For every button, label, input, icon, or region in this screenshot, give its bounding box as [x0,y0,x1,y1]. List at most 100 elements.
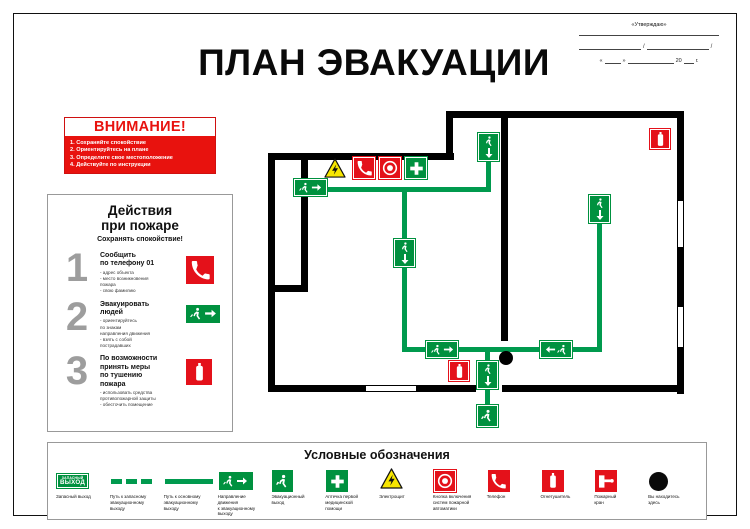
action-step-3: 3 По возможности принять меры по тушению… [54,351,226,408]
step-heading-line1: По возможности [100,355,158,363]
route-lower-horizontal [402,347,602,352]
legend-label-line2: эвакуационному [109,499,145,505]
fire-extinguisher-icon [448,360,470,382]
legend-label-line3: помощи [325,505,343,511]
legend-item-emergency-exit: Эвакуационный выход [269,468,323,506]
step-bullets: - адрес объекта - место возникновения по… [100,270,186,295]
legend-item-first-aid: Аптечка первой медицинской помощи [323,468,377,511]
approval-signature-line-2: / / [579,44,719,50]
wall-bottom-left [268,385,366,392]
actions-title-line2: при пожаре [101,218,179,233]
direction-arrow-icon [293,178,328,197]
electrical-hazard-icon [324,158,346,183]
wall-bottom-right [502,385,684,392]
emergency-exit-down-icon [393,238,416,268]
legend-label-line2: кран [594,499,604,505]
legend-item-fire-alarm: Кнопка включения систем пожарной автомат… [431,468,485,511]
evacuation-plan-poster: ПЛАН ЭВАКУАЦИИ «Утверждаю» / / « » 20 г.… [13,13,737,520]
list-item: 2. Ориентируйтесь на плане [70,147,149,154]
legend-label-line1: Путь к основному [163,494,201,499]
first-aid-kit-icon [326,470,349,492]
list-item: - свою фамилию [100,288,136,294]
route-right-vertical [597,199,602,351]
legend-item-extinguisher: Огнетушитель [539,468,593,500]
list-item: - ориентируйтесь [100,318,137,324]
first-aid-kit-icon [404,156,428,180]
floor-plan [254,99,724,439]
fire-alarm-button-icon [432,469,457,493]
fire-extinguisher-icon [186,351,226,386]
approval-slash-1: / [643,44,645,50]
legend-label-line1: Пожарный [594,494,617,499]
step-bullets: - ориентируйтесь по знакам направления д… [100,318,186,349]
action-step-1: 1 Сообщить по телефону 01 - адрес объект… [54,248,226,295]
action-step-2: 2 Эвакуировать людей - ориентируйтесь по… [54,297,226,350]
telephone-icon [487,470,510,492]
legend-label-line1: Эвакуационный [271,494,305,499]
legend-item-telephone: Телефон [485,468,539,500]
solid-green-line-icon [164,478,213,484]
approval-signature-line-1 [579,35,719,36]
telephone-icon [186,248,226,284]
attention-box: ВНИМАНИЕ! 1. Сохраняйте спокойствие 2. О… [64,117,216,174]
list-item: противопожарной защиты [100,396,156,402]
legend-label-line1: Электрощит [379,494,405,499]
emergency-exit-down-icon [477,132,500,162]
electrical-hazard-icon [380,468,403,494]
approval-slash-2: / [710,44,713,50]
step-heading-line2: людей [100,309,123,317]
emergency-exit-icon [476,404,499,428]
window-right-upper [677,201,684,247]
legend-label-line1: Огнетушитель [540,494,571,499]
wall-top-left [268,153,454,160]
legend-label-line1: Кнопка включения [432,494,472,499]
list-item: 1. Сохраняйте спокойствие [70,139,146,146]
window-right-lower [677,307,684,347]
spare-exit-sign-icon: ЗАПАСНЫЙ ВЫХОД [55,472,90,490]
legend-label-line3: выходу [109,505,125,511]
fire-actions-panel: Действия при пожаре Сохранять спокойстви… [47,194,233,432]
emergency-exit-down-icon [588,194,611,224]
step-heading-line1: Эвакуировать [100,300,150,308]
step-heading-line3: по тушению [100,372,143,380]
legend-item-hydrant: Пожарный кран [592,468,646,506]
legend-item-dashed-route: Путь к запасному эвакуационному выходу [108,468,162,511]
list-item: пострадавших [100,343,131,349]
wall-top-right [446,111,684,118]
fire-hydrant-icon [595,470,618,492]
attention-list: 1. Сохраняйте спокойствие 2. Ориентируйт… [65,137,215,173]
approval-date-line: « » 20 г. [579,58,719,64]
list-item: - взять с собой [100,337,132,343]
route-left-vertical [402,187,407,349]
approval-year-suffix: г. [695,58,699,64]
wall-alcove-bottom [268,285,308,292]
wall-divider-central [501,111,508,341]
approval-quote-open: « [599,58,603,64]
legend-label-line2: систем пожарной [432,499,470,505]
emergency-exit-icon [272,470,294,492]
list-item: пожара [100,282,116,288]
legend-item-you-are-here: Вы находитесь здесь [646,468,700,506]
step-number: 2 [65,294,89,339]
list-item: - обесточить помещение [100,402,153,408]
direction-arrow-icon [218,472,253,490]
direction-arrow-icon [425,340,459,359]
legend-label-line1: Телефон [486,494,506,499]
direction-arrow-left-icon [539,340,573,359]
step-heading-line1: Сообщить [100,252,136,259]
legend-label-line1: Аптечка первой [325,494,359,499]
list-item: 3. Определите свое местоположение [70,154,173,161]
approval-quote-close: » [622,58,626,64]
wall-left-outer [268,153,275,392]
actions-subtitle: Сохранять спокойствие! [97,236,183,243]
route-upper-horizontal [308,187,491,192]
spare-exit-top-text: ЗАПАСНЫЙ [61,475,84,480]
fire-extinguisher-icon [649,128,671,150]
list-item: направления движения [100,330,151,336]
step-number: 3 [65,349,89,394]
legend-label-line1: Направление движения [217,494,246,505]
page-title: ПЛАН ЭВАКУАЦИИ [198,42,550,83]
window-bottom [366,385,416,392]
fire-alarm-button-icon [378,156,402,180]
step-bullets: - использовать средства противопожарной … [100,390,186,409]
